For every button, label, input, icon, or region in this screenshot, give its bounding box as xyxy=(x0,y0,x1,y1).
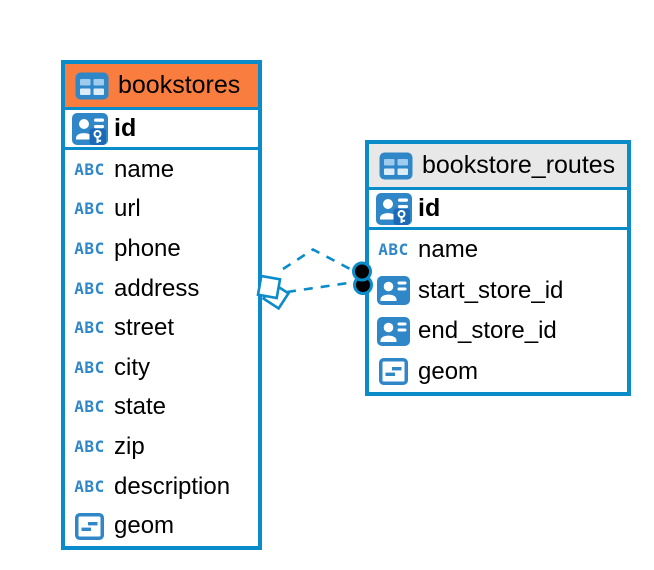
column-row-id[interactable]: id xyxy=(369,187,627,230)
table-icon xyxy=(73,71,110,101)
geometry-type-icon xyxy=(71,512,108,540)
foreign-key-icon xyxy=(375,316,412,346)
text-type-icon: ABC xyxy=(74,159,105,179)
text-type-icon: ABC xyxy=(74,476,105,496)
column-row[interactable]: start_store_id xyxy=(369,271,627,312)
text-type-icon: ABC xyxy=(74,397,105,417)
column-list: ABC name start_store_id xyxy=(369,230,627,392)
column-name: street xyxy=(114,314,175,342)
primary-key-icon xyxy=(71,112,108,145)
primary-key-icon xyxy=(375,192,412,225)
foreign-key-icon xyxy=(375,276,412,306)
column-row[interactable]: ABC address xyxy=(65,269,258,309)
column-row[interactable]: ABC phone xyxy=(65,229,258,269)
column-list: ABC name ABC url ABC phone ABC address A… xyxy=(65,150,258,546)
column-row[interactable]: end_store_id xyxy=(369,311,627,352)
column-row[interactable]: geom xyxy=(65,506,258,546)
column-row[interactable]: ABC description xyxy=(65,467,258,507)
column-row[interactable]: geom xyxy=(369,352,627,393)
column-name: phone xyxy=(114,234,181,262)
column-name: state xyxy=(114,393,167,421)
column-name: name xyxy=(114,155,175,183)
table-title: bookstore_routes xyxy=(422,151,616,179)
column-row[interactable]: ABC city xyxy=(65,348,258,388)
column-name: id xyxy=(418,194,441,222)
column-name: geom xyxy=(418,357,479,385)
entity-table-bookstore-routes[interactable]: bookstore_routes id ABC name xyxy=(365,140,631,396)
column-name: address xyxy=(114,274,200,302)
column-row[interactable]: ABC url xyxy=(65,190,258,230)
table-title: bookstores xyxy=(118,71,241,99)
column-name: end_store_id xyxy=(418,317,557,345)
column-name: geom xyxy=(114,512,175,540)
column-name: id xyxy=(114,114,137,142)
entity-table-bookstores[interactable]: bookstores id ABC name ABC url xyxy=(61,60,262,550)
column-name: city xyxy=(114,353,150,381)
column-name: zip xyxy=(114,432,145,460)
column-row-id[interactable]: id xyxy=(65,107,258,150)
text-type-icon: ABC xyxy=(74,436,105,456)
text-type-icon: ABC xyxy=(74,318,105,338)
column-row[interactable]: ABC state xyxy=(65,388,258,428)
text-type-icon: ABC xyxy=(74,199,105,219)
column-row[interactable]: ABC street xyxy=(65,308,258,348)
column-name: url xyxy=(114,195,141,223)
text-type-icon: ABC xyxy=(74,278,105,298)
text-type-icon: ABC xyxy=(74,238,105,258)
text-type-icon: ABC xyxy=(74,357,105,377)
column-row[interactable]: ABC name xyxy=(65,150,258,190)
fk-relationship-line-2[interactable] xyxy=(286,281,349,294)
table-header-bookstores[interactable]: bookstores xyxy=(65,64,258,107)
column-name: name xyxy=(418,236,479,264)
geometry-type-icon xyxy=(375,358,412,386)
column-name: description xyxy=(114,472,231,500)
table-icon xyxy=(377,151,414,181)
relationship-source-diamond-markers[interactable] xyxy=(256,274,291,311)
text-type-icon: ABC xyxy=(378,240,409,260)
column-name: start_store_id xyxy=(418,276,564,304)
fk-relationship-line-1[interactable] xyxy=(282,247,353,272)
table-header-bookstore-routes[interactable]: bookstore_routes xyxy=(369,144,627,187)
column-row[interactable]: ABC zip xyxy=(65,427,258,467)
column-row[interactable]: ABC name xyxy=(369,230,627,271)
